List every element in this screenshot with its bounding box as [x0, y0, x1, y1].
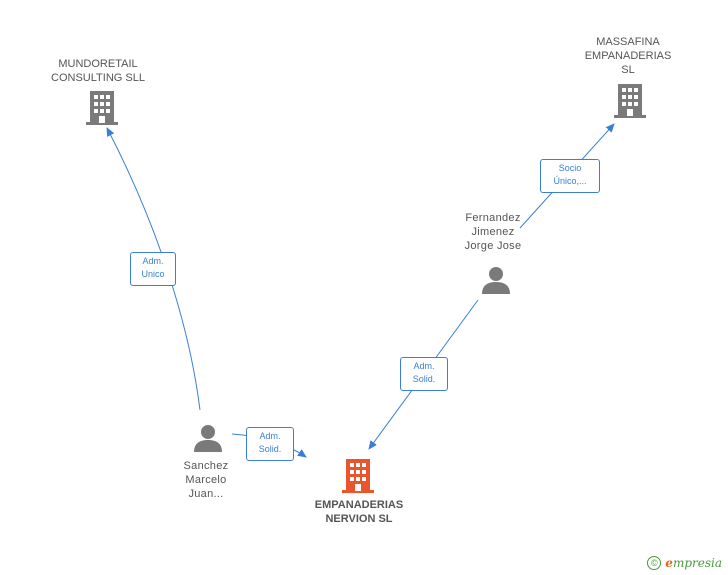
- building-icon[interactable]: [342, 459, 374, 493]
- person-icon[interactable]: [481, 265, 511, 295]
- node-label-sanchez[interactable]: Sanchez Marcelo Juan...: [183, 460, 229, 500]
- person-icon[interactable]: [193, 423, 223, 453]
- footer-brand: © empresia: [647, 556, 722, 570]
- brand-logo: empresia: [665, 556, 722, 570]
- node-label-fernandez[interactable]: Fernandez Jimenez Jorge Jose: [464, 212, 522, 252]
- edge-label-sanchez-empanaderias[interactable]: Adm. Solid.: [246, 427, 294, 461]
- node-label-mundoretail[interactable]: MUNDORETAIL CONSULTING SLL: [51, 58, 145, 84]
- edge-label-sanchez-mundoretail[interactable]: Adm. Unico: [130, 252, 176, 286]
- copyright-icon: ©: [647, 556, 662, 570]
- edge-label-fernandez-massafina[interactable]: Socio Único,...: [540, 159, 600, 193]
- node-label-empanaderias[interactable]: EMPANADERIAS NERVION SL: [314, 499, 404, 525]
- building-icon[interactable]: [614, 84, 646, 118]
- node-label-massafina[interactable]: MASSAFINA EMPANADERIAS SL: [584, 36, 672, 76]
- building-icon[interactable]: [86, 91, 118, 125]
- edge-label-fernandez-empanaderias[interactable]: Adm. Solid.: [400, 357, 448, 391]
